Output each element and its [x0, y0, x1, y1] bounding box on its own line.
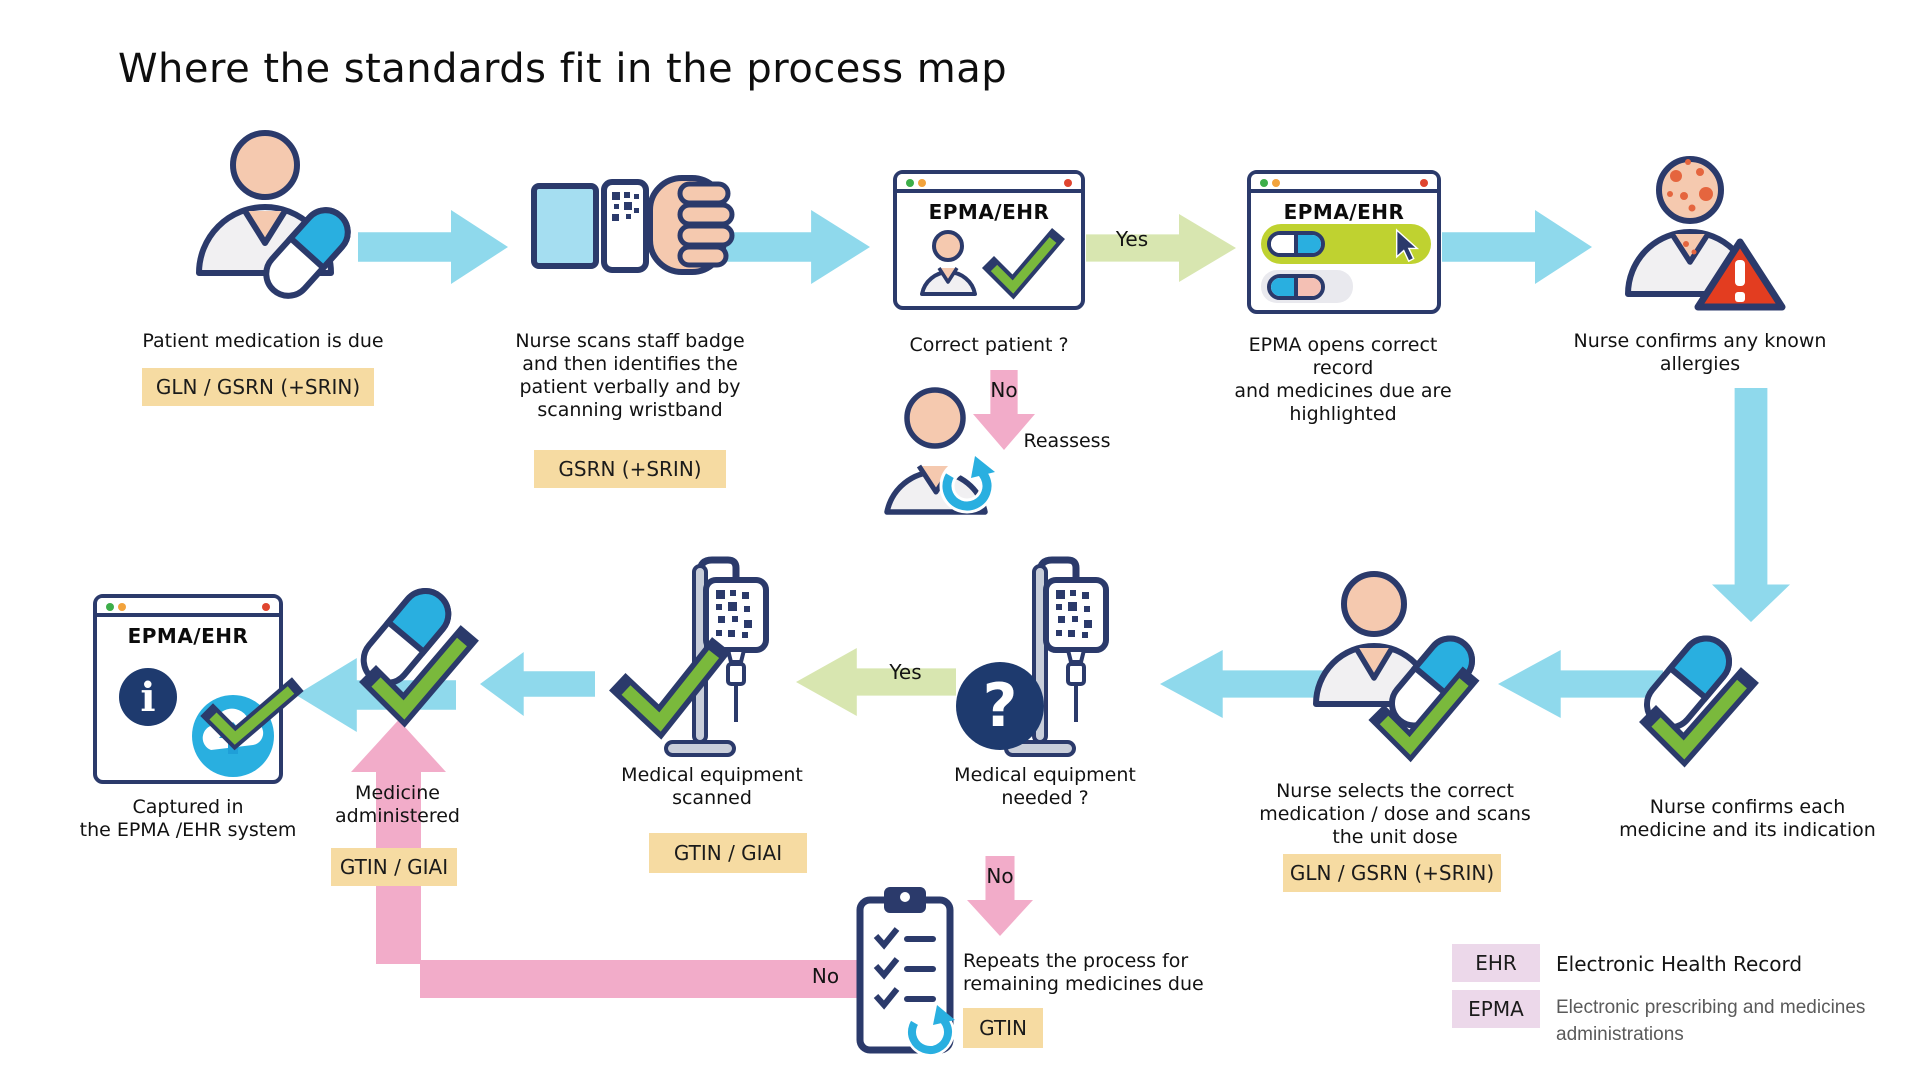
- scan-badge-badge: GSRN (+SRIN): [534, 450, 726, 488]
- no-loop-arrow-horizontal: [420, 960, 858, 998]
- window-dot-red-icon: [1064, 179, 1072, 187]
- qr-code-icon: [1056, 590, 1092, 638]
- flow-arrow-3: [1442, 210, 1592, 284]
- page-title: Where the standards fit in the process m…: [118, 46, 1008, 92]
- no-bottom-label: No: [986, 864, 1014, 888]
- reassess-icon: [884, 387, 995, 515]
- medicine-check-icon: [1639, 635, 1759, 768]
- rash-spots-icon: [1667, 159, 1713, 212]
- qr-code-icon: [612, 192, 639, 221]
- refresh-icon: [905, 1005, 955, 1057]
- window-dot-orange-icon: [118, 603, 126, 611]
- scan-badge-caption: Nurse scans staff badge and then identif…: [515, 330, 745, 421]
- window-dot-green-icon: [906, 179, 914, 187]
- window-dot-red-icon: [1420, 179, 1428, 187]
- info-icon: i: [119, 668, 177, 726]
- legend-epma-text: Electronic prescribing and medicines adm…: [1556, 997, 1866, 1045]
- nurse-select-icon: [1313, 571, 1480, 763]
- administered-badge: GTIN / GIAI: [331, 848, 457, 886]
- equipment-scanned-badge: GTIN / GIAI: [649, 833, 807, 873]
- window-dot-green-icon: [1260, 179, 1268, 187]
- reassess-caption: Reassess: [1023, 430, 1111, 452]
- check-icon: [200, 677, 304, 751]
- legend-epma-badge: EPMA: [1452, 990, 1540, 1028]
- flow-arrow-1: [358, 210, 508, 284]
- flow-arrow-2: [715, 210, 870, 284]
- epma-opens-caption: EPMA opens correct record and medicines …: [1234, 334, 1452, 425]
- patient-caption: Patient medication is due: [142, 330, 384, 352]
- correct-patient-caption: Correct patient ?: [909, 334, 1069, 356]
- repeats-badge: GTIN: [963, 1008, 1043, 1048]
- no-top-label: No: [990, 378, 1018, 402]
- window-titlebar: [897, 174, 1081, 193]
- allergies-caption: Nurse confirms any known allergies: [1573, 330, 1827, 375]
- captured-caption: Captured in the EPMA /EHR system: [79, 796, 297, 841]
- svg-text:?: ?: [983, 671, 1018, 741]
- cursor-icon: [1395, 228, 1420, 263]
- window-dot-red-icon: [262, 603, 270, 611]
- yes-top-label: Yes: [1115, 227, 1149, 251]
- epma-window-captured: EPMA/EHR i: [93, 594, 304, 784]
- window-titlebar: [97, 598, 279, 617]
- question-mark-icon: [956, 662, 1044, 750]
- patient-icon: [196, 130, 351, 299]
- equipment-scanned-caption: Medical equipment scanned: [621, 764, 803, 809]
- select-medication-caption: Nurse selects the correct medication / d…: [1259, 780, 1531, 848]
- window-dot-green-icon: [106, 603, 114, 611]
- window-dot-orange-icon: [918, 179, 926, 187]
- window-titlebar: [1251, 174, 1437, 193]
- equipment-scanned-icon: [609, 556, 769, 757]
- legend-ehr-text: Electronic Health Record: [1556, 952, 1803, 976]
- flow-arrow-5: [1160, 650, 1325, 718]
- administered-caption: Medicine administered: [335, 782, 460, 827]
- window-title: EPMA/EHR: [928, 200, 1050, 224]
- window-dot-orange-icon: [1272, 179, 1280, 187]
- equipment-needed-caption: Medical equipment needed ?: [954, 764, 1136, 809]
- refresh-icon: [939, 456, 995, 514]
- equipment-question-icon: ?: [956, 556, 1109, 757]
- flow-arrow-down: [1712, 388, 1790, 622]
- wristband-scan-icon: [531, 175, 735, 275]
- window-title: EPMA/EHR: [127, 624, 249, 648]
- legend-ehr-badge: EHR: [1452, 944, 1540, 982]
- epma-window-correct-patient: EPMA/EHR: [893, 170, 1085, 310]
- checklist-clipboard-icon: [856, 887, 955, 1057]
- select-medication-badge: GLN / GSRN (+SRIN): [1283, 854, 1501, 892]
- medicine-pill-icon: [1267, 274, 1325, 300]
- patient-verified-icon: [919, 228, 1065, 300]
- repeats-caption: Repeats the process for remaining medici…: [963, 950, 1204, 995]
- svg-text:i: i: [140, 674, 155, 721]
- epma-window-record: EPMA/EHR: [1247, 170, 1441, 314]
- window-title: EPMA/EHR: [1283, 200, 1405, 224]
- no-loop-label: No: [811, 964, 840, 988]
- patient-badge: GLN / GSRN (+SRIN): [142, 368, 374, 406]
- administered-icon: [359, 588, 479, 728]
- confirm-each-caption: Nurse confirms each medicine and its ind…: [1619, 796, 1876, 841]
- pill-icon: [263, 207, 351, 299]
- allergy-check-icon: [1625, 156, 1786, 311]
- yes-bottom-label: Yes: [889, 660, 922, 684]
- qr-code-icon: [716, 590, 752, 638]
- flow-arrow-6: [480, 652, 595, 716]
- medicine-pill-icon: [1267, 231, 1325, 257]
